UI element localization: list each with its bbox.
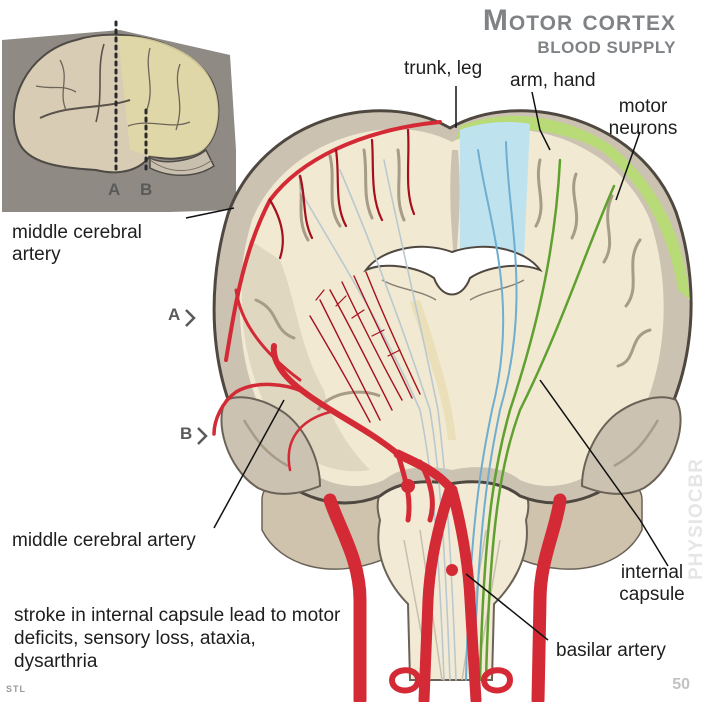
inset-marker-a: A [108,180,121,199]
label-internal-capsule: internal capsule [619,562,685,605]
label-motor-neurons: motor neurons [608,96,678,139]
label-basilar-artery: basilar artery [556,640,666,661]
page-title: Motor cortex BLOOD SUPPLY [483,4,676,58]
inset-marker-b: B [140,180,153,199]
title-subtitle: BLOOD SUPPLY [537,38,676,57]
label-trunk-leg: trunk, leg [404,58,483,79]
watermark: PHYSIOCBR [686,458,702,580]
slice-marker-b: B [180,424,193,443]
title-main: Motor cortex [482,4,676,37]
slice-marker-arrows [185,309,208,445]
label-middle-cerebral-artery-top: middle cerebral artery [12,222,142,265]
arteries [212,120,567,702]
page-number: 50 [672,676,690,693]
inset-brain [2,20,236,212]
clinical-note: stroke in internal capsule lead to motor… [14,605,341,672]
label-middle-cerebral-artery-bottom: middle cerebral artery [12,530,196,551]
label-arm-hand: arm, hand [510,70,596,91]
coronal-section [212,109,693,505]
leader-lines [185,86,669,641]
slice-marker-a: A [168,305,181,324]
artist-credit: STL [6,684,26,694]
